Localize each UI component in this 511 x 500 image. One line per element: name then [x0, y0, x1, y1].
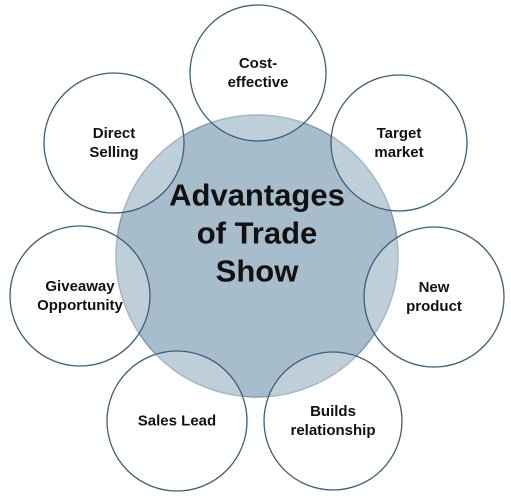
- petal-new-product: New product: [363, 226, 505, 368]
- petal-circle: [43, 72, 185, 214]
- petal-sales-lead: Sales Lead: [106, 350, 248, 492]
- center-circle: [115, 114, 399, 398]
- petal-label-line: Cost-: [239, 55, 277, 72]
- center-title-line: Advantages: [169, 178, 345, 213]
- center-title-line: of Trade: [197, 216, 318, 251]
- petal-label-line: Giveaway: [45, 278, 115, 295]
- petal-label-line: product: [406, 298, 462, 315]
- petal-label-line: effective: [228, 74, 289, 91]
- petal-label-line: Selling: [89, 144, 138, 161]
- center-title-line: Show: [216, 254, 300, 289]
- petal-circle: [330, 74, 468, 212]
- petal-builds-relationship: Builds relationship: [263, 351, 403, 491]
- petal-label-line: relationship: [290, 422, 375, 439]
- petal-circle: [263, 351, 403, 491]
- petal-circle: [9, 225, 151, 367]
- petal-circle: [106, 350, 248, 492]
- petal-label-line: market: [374, 144, 423, 161]
- petal-cost-effective: Cost-effective: [189, 4, 327, 142]
- petal-label-line: Opportunity: [37, 297, 123, 314]
- petal-label-line: New: [419, 279, 450, 296]
- petal-label-line: Target: [377, 125, 422, 142]
- petal-target-market: Target market: [330, 74, 468, 212]
- petal-label-line: Builds: [310, 403, 356, 420]
- petal-circle: [363, 226, 505, 368]
- petal-circle: [189, 4, 327, 142]
- petal-label-line: Sales Lead: [138, 413, 216, 430]
- petal-label-line: Direct: [93, 125, 136, 142]
